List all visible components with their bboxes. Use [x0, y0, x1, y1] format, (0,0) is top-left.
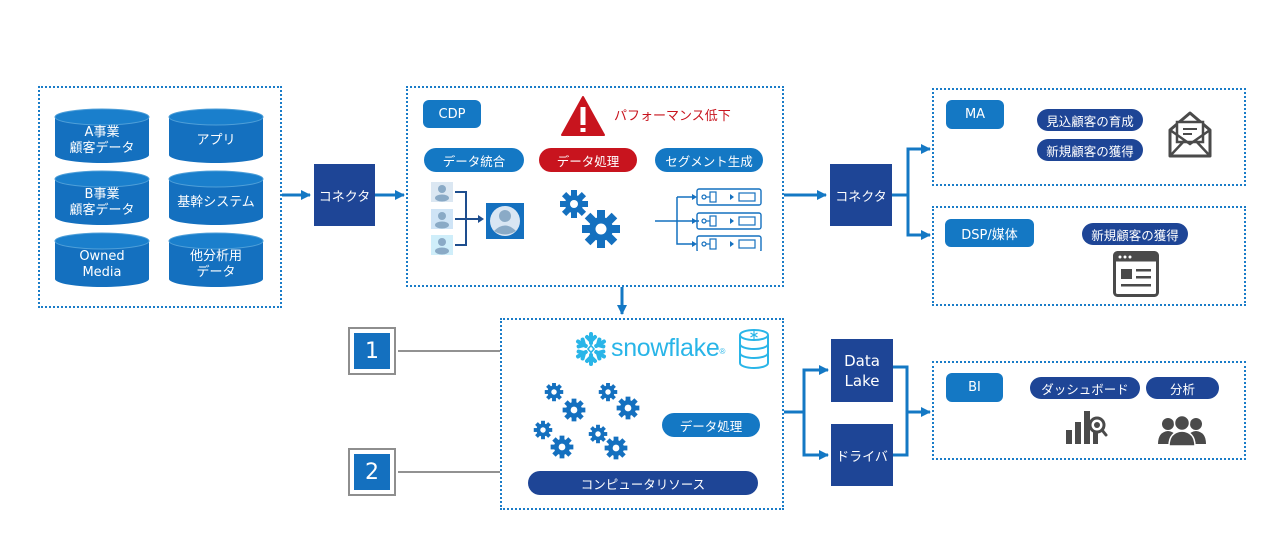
bi-pill-analysis: 分析: [1146, 377, 1219, 399]
snowflake-pill-compute-resources: コンピュータリソース: [528, 471, 758, 495]
database-cylinder-icon: [168, 170, 264, 225]
snowflake-logo-icon: [576, 332, 606, 366]
database-cylinder-icon: [54, 170, 150, 225]
ma-pill-lead-nurturing: 見込顧客の育成: [1037, 109, 1143, 131]
merged-user-icon: [486, 203, 524, 239]
ma-group: [932, 88, 1246, 186]
gear-icon: [616, 396, 640, 420]
snowflake-group: [500, 318, 784, 510]
gear-icon: [588, 424, 608, 444]
snowflake-logo-text: snowflake®: [611, 333, 725, 363]
marker-2: 2: [348, 448, 396, 496]
data-sources-group: [38, 86, 282, 308]
dsp-group: [932, 206, 1246, 306]
gear-icon: [533, 420, 553, 440]
cdp-title: CDP: [438, 106, 466, 122]
arrow-connector-to-ma: [892, 144, 931, 197]
bi-title-tag: BI: [946, 373, 1003, 402]
performance-warning-text: パフォーマンス低下: [614, 109, 731, 124]
bar-chart-magnifier-icon: [1066, 411, 1108, 444]
source-b-customer-data: B事業顧客データ: [54, 170, 150, 226]
dsp-title: DSP/媒体: [961, 227, 1018, 243]
connector-box-right: コネクタ: [830, 164, 892, 226]
database-cylinder-icon: [54, 108, 150, 163]
user-icon: [431, 209, 453, 229]
gear-icon: [598, 383, 618, 402]
source-other-analysis-data: 他分析用データ: [168, 232, 264, 288]
data-lake-box: Data Lake: [831, 339, 893, 402]
user-icon: [431, 182, 453, 202]
compute-gears-icon: [533, 383, 640, 460]
user-group-icon: [1158, 414, 1206, 446]
gear-icon: [544, 383, 564, 402]
data-integration-icon: [431, 182, 524, 255]
dsp-pill-new-customer-acquisition: 新規顧客の獲得: [1082, 223, 1188, 245]
source-label-1: B事業: [84, 187, 120, 202]
driver-label: ドライバ: [836, 449, 888, 465]
dsp-title-tag: DSP/媒体: [945, 219, 1034, 247]
source-label-1: Owned: [79, 249, 125, 264]
data-lake-line2: Lake: [844, 371, 880, 390]
ma-title-tag: MA: [946, 100, 1004, 129]
marker-1: 1: [348, 327, 396, 375]
snowflake-pill-data-processing: データ処理: [662, 413, 760, 437]
source-app: アプリ: [168, 108, 264, 164]
source-a-customer-data: A事業顧客データ: [54, 108, 150, 164]
source-label-2: データ: [196, 265, 236, 280]
connector-box-left: コネクタ: [314, 164, 375, 226]
source-label-1: A事業: [84, 125, 120, 140]
database-cylinder-icon: [54, 232, 150, 287]
arrow-datalake-to-bi: [893, 365, 931, 417]
arrow-snowflake-to-driver: [802, 412, 829, 460]
cdp-pill-segment-generation: セグメント生成: [655, 148, 763, 172]
registered-mark: ®: [719, 347, 726, 356]
source-label-1: 基幹システム: [177, 195, 255, 210]
gear-icon: [550, 435, 574, 459]
data-lake-line1: Data: [844, 351, 880, 370]
segment-generation-icon: [655, 188, 762, 251]
arrow-connector-to-dsp: [906, 195, 931, 240]
connector-label: コネクタ: [835, 189, 887, 205]
marker-2-label: 2: [365, 459, 379, 485]
source-core-system: 基幹システム: [168, 170, 264, 226]
cdp-title-tag: CDP: [423, 100, 481, 128]
driver-box: ドライバ: [831, 424, 893, 486]
ma-title: MA: [964, 107, 986, 122]
gears-icon: [560, 190, 620, 248]
marker-1-label: 1: [365, 338, 379, 364]
open-envelope-icon: [1168, 111, 1212, 158]
connector-label: コネクタ: [318, 189, 371, 205]
database-cylinder-icon: [168, 108, 264, 163]
source-label-1: 他分析用: [189, 249, 242, 264]
arrow-snowflake-to-datalake: [784, 365, 829, 414]
user-icon: [431, 235, 453, 255]
bi-pill-dashboard: ダッシュボード: [1030, 377, 1140, 399]
source-label-1: アプリ: [196, 133, 236, 148]
source-label-2: 顧客データ: [69, 141, 135, 156]
source-label-2: Media: [82, 265, 122, 280]
gear-icon: [562, 398, 586, 422]
snowflake-database-icon: [739, 329, 769, 369]
cdp-pill-data-integration: データ統合: [424, 148, 524, 172]
cdp-pill-data-processing: データ処理: [539, 148, 637, 172]
source-label-2: 顧客データ: [69, 203, 135, 218]
database-cylinder-icon: [168, 232, 264, 287]
arrow-driver-to-bi: [893, 412, 909, 457]
cdp-group: [406, 86, 784, 287]
warning-triangle-icon: [561, 96, 605, 136]
gear-icon: [604, 436, 628, 460]
bi-title: BI: [968, 380, 981, 395]
snowflake-wordmark: snowflake: [611, 334, 720, 362]
bi-group: [932, 361, 1246, 460]
web-page-icon: [1113, 251, 1159, 297]
ma-pill-new-customer-acquisition: 新規顧客の獲得: [1037, 139, 1143, 161]
